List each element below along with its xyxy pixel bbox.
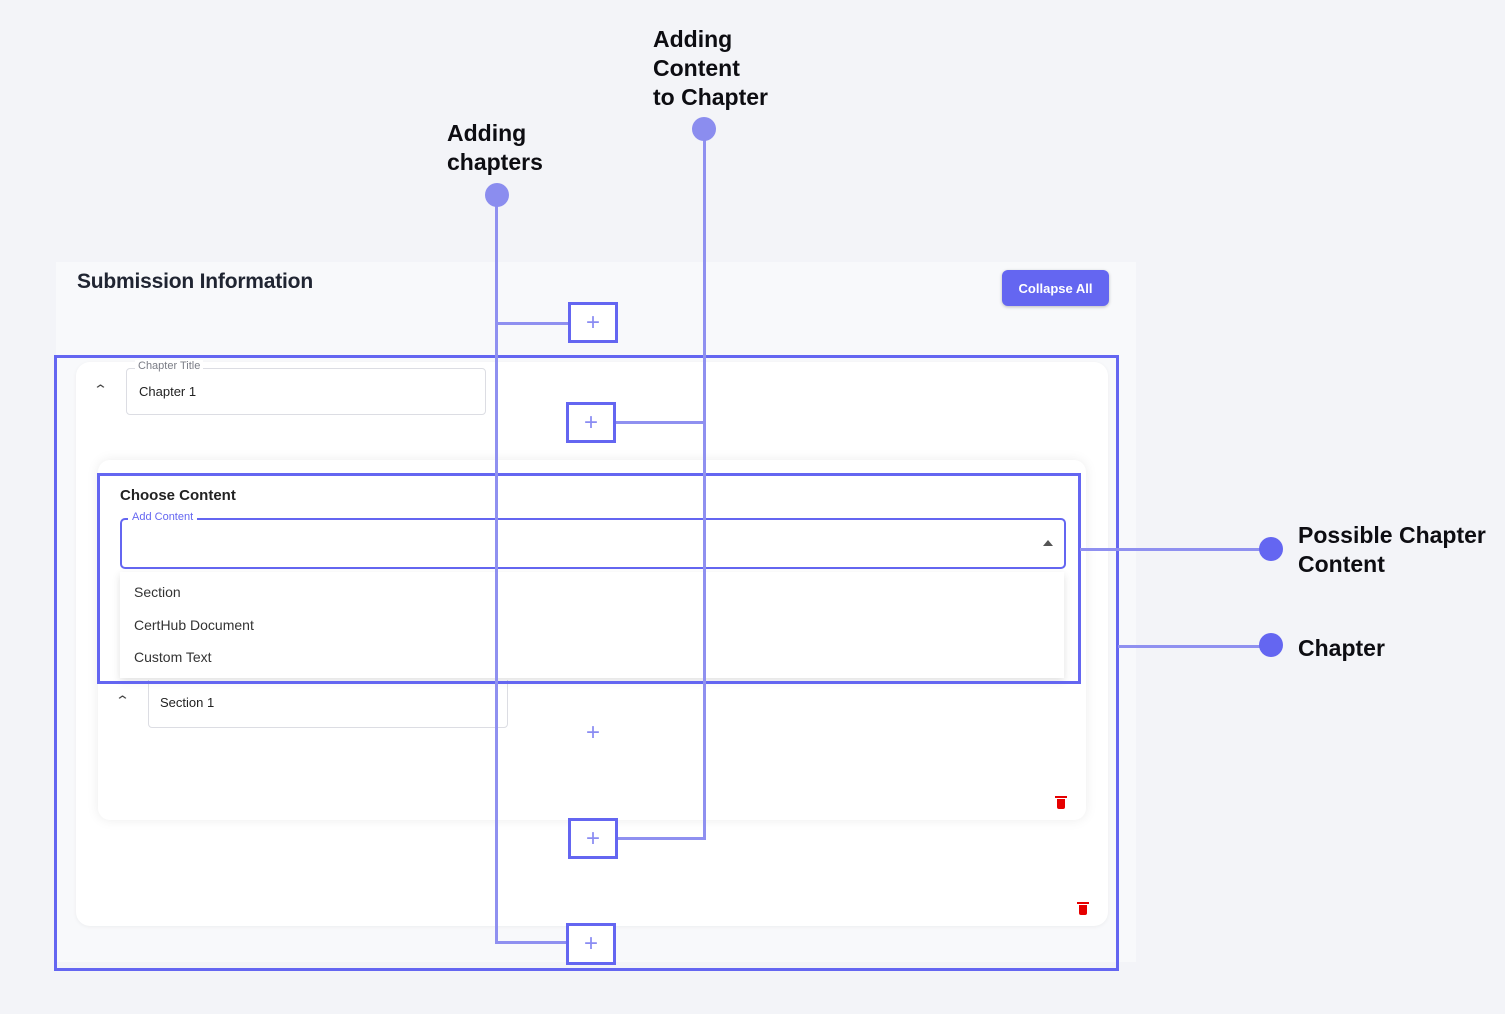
connector-chapter [1118,645,1271,648]
callout-adding-chapters: Adding chapters [447,120,543,175]
chapter-frame [54,355,1119,971]
possible-content-frame [97,473,1081,684]
possible-content-marker [1259,537,1283,561]
delete-section-trash-icon[interactable] [1055,796,1067,809]
adding-chapters-marker [485,183,509,207]
connector-adding-content [703,130,706,840]
chapter-title-field[interactable] [126,368,486,415]
plus-icon: + [585,824,600,852]
callout-adding-content: Adding Content to Chapter [653,26,768,110]
connector-adding-content-top [614,421,706,424]
add-content-bottom-button[interactable]: + [568,818,618,859]
section-title-value: Section 1 [160,695,215,710]
chapter-title-value: Chapter 1 [139,384,197,399]
chapter-marker [1259,633,1283,657]
dropdown-caret-up-icon[interactable] [1043,540,1053,546]
delete-chapter-trash-icon[interactable] [1077,902,1089,915]
adding-content-marker [692,117,716,141]
add-content-top-button[interactable]: + [566,402,616,443]
content-options-menu: Section CertHub Document Custom Text [120,572,1064,678]
collapse-all-button[interactable]: Collapse All [1002,270,1109,306]
connector-adding-chapters [495,196,498,944]
chapter-title-legend: Chapter Title [135,360,204,372]
page-title: Submission Information [77,270,313,293]
add-content-select[interactable] [120,518,1066,569]
section-collapse-chevron-up-icon[interactable]: ⌃ [114,693,131,708]
add-chapter-below-button[interactable]: + [566,923,616,965]
add-section-content-plus-icon[interactable]: + [585,719,600,746]
plus-icon: + [585,308,600,336]
add-chapter-above-button[interactable]: + [568,302,618,343]
connector-possible-content [1080,548,1271,551]
callout-possible-content: Possible Chapter Content [1298,522,1486,577]
plus-icon: + [583,408,598,436]
callout-chapter: Chapter [1298,635,1385,661]
plus-icon: + [583,930,598,957]
menu-option-section[interactable]: Section [134,584,181,600]
add-content-legend: Add Content [128,511,198,523]
menu-option-certhub-document[interactable]: CertHub Document [134,617,254,633]
connector-adding-chapters-bottom [495,941,569,944]
connector-adding-content-bottom [616,837,706,840]
chapter-collapse-chevron-up-icon[interactable]: ⌃ [92,382,109,397]
connector-adding-chapters-top [495,322,570,325]
menu-option-custom-text[interactable]: Custom Text [134,649,212,665]
choose-content-label: Choose Content [120,487,236,504]
